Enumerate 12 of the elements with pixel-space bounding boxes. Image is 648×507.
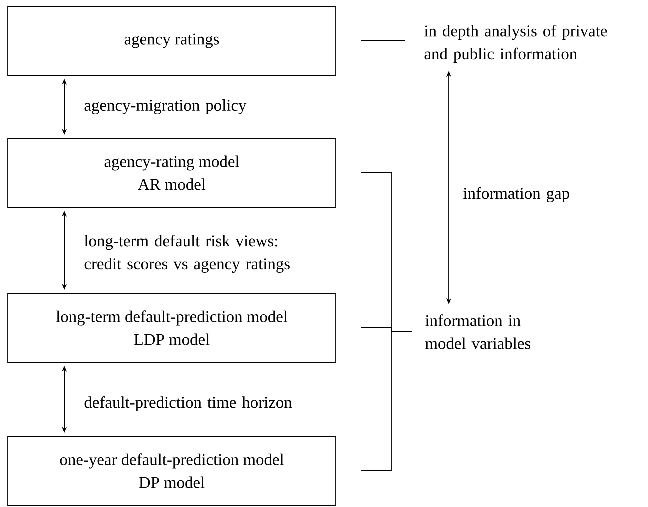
edge-label: information gap (464, 187, 570, 203)
model-box: long-term default-prediction model LDP model (8, 293, 336, 363)
side-note: information in model variables (426, 314, 531, 350)
bracket-line (361, 332, 412, 472)
model-box: agency-rating model AR model (8, 138, 336, 208)
edge-label: default-prediction time horizon (84, 396, 292, 412)
edge-label: agency-migration policy (84, 100, 247, 114)
model-box: one-year default-prediction model DP model (8, 436, 336, 506)
model-box: agency ratings (8, 6, 336, 76)
edge-label: long-term default risk views: credit scores vs agency ratings (84, 234, 290, 273)
side-note: in depth analysis of private and public information (424, 25, 608, 63)
bracket-line (361, 40, 406, 42)
